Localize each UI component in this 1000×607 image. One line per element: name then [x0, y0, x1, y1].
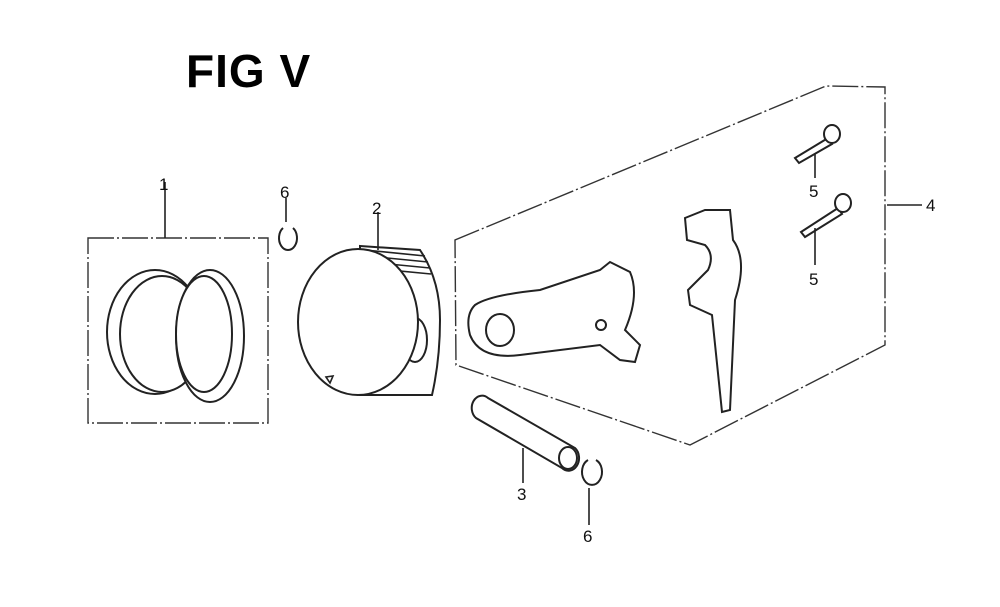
callout-5-upper: 5 [809, 182, 818, 201]
figure-title: FIG V [186, 45, 312, 97]
pin-clip-lower-part: 6 [581, 459, 603, 546]
rod-bolt-upper: 5 [793, 124, 841, 201]
callout-6-lower: 6 [583, 527, 592, 546]
rod-bolt-lower: 5 [799, 193, 852, 289]
callout-6-upper: 6 [280, 183, 289, 202]
piston-part: 2 [297, 199, 442, 396]
piston-pin-part: 3 [470, 394, 581, 504]
callout-3: 3 [517, 485, 526, 504]
callout-2: 2 [372, 199, 381, 218]
piston-rings-group-box [87, 237, 269, 424]
connecting-rod-kit-box [454, 85, 886, 446]
piston-rings-part: 1 [87, 175, 269, 424]
callout-4: 4 [926, 196, 935, 215]
callout-5-lower: 5 [809, 270, 818, 289]
connecting-rod-kit-part: 5 5 4 [454, 85, 935, 446]
pin-clip-upper-part: 6 [278, 183, 298, 251]
callout-1: 1 [159, 175, 168, 194]
